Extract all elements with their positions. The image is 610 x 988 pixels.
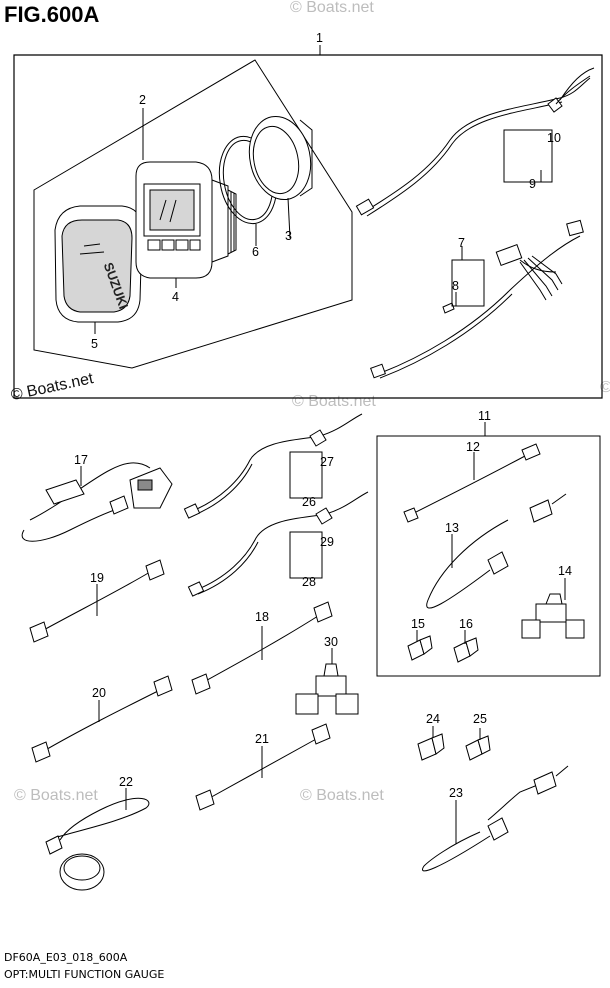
terminator-16 (453, 637, 479, 663)
callout-28: 28 (302, 575, 316, 589)
callout-25: 25 (473, 712, 487, 726)
figure-caption: OPT:MULTI FUNCTION GAUGE (4, 968, 165, 981)
interface-cable-23 (422, 765, 569, 872)
backbone-cable-12 (403, 443, 541, 523)
multi-function-gauge (135, 161, 237, 279)
gauge-cover: SUZUKI (54, 205, 143, 323)
callout-1: 1 (316, 31, 323, 45)
leader-lines (80, 108, 566, 844)
callout-3: 3 (285, 229, 292, 243)
callout-13: 13 (445, 521, 459, 535)
callout-15: 15 (411, 617, 425, 631)
t-connector-14 (521, 593, 585, 639)
figure-title: FIG.600A (4, 2, 100, 27)
drop-cable-21 (195, 723, 331, 811)
harness-26 (183, 413, 363, 519)
callout-9: 9 (529, 177, 536, 191)
gauge-frame-outline (33, 59, 353, 369)
watermark-text: © Boats.net (292, 393, 376, 410)
callout-6: 6 (252, 245, 259, 259)
watermark-text: © Boats.net (300, 787, 384, 804)
callout-7: 7 (458, 236, 465, 250)
callouts: 1 2 3 4 5 6 7 8 9 10 11 12 13 14 15 16 1… (74, 31, 572, 800)
callout-16: 16 (459, 617, 473, 631)
sensor-22 (45, 797, 150, 891)
callout-19: 19 (90, 571, 104, 585)
network-kit-box (376, 422, 601, 677)
sensor-17 (21, 462, 173, 542)
watermark-group: © Boats.net © Boats.net © Boats.net © Bo… (14, 0, 610, 804)
callout-12: 12 (466, 440, 480, 454)
terminator-25 (465, 735, 491, 761)
sensor-harness (370, 219, 584, 379)
callout-11: 11 (478, 409, 491, 423)
watermark-text: © Boats.net (290, 0, 374, 16)
callout-22: 22 (119, 775, 133, 789)
callout-8: 8 (452, 279, 459, 293)
figure-code: DF60A_E03_018_600A (4, 951, 128, 964)
kit-box-outline (13, 45, 603, 399)
callout-18: 18 (255, 610, 269, 624)
harness-28 (187, 491, 369, 597)
watermark-text: © Boats.net (600, 379, 610, 396)
callout-27: 27 (320, 455, 334, 469)
callout-10: 10 (547, 131, 561, 145)
callout-14: 14 (558, 564, 572, 578)
callout-5: 5 (91, 337, 98, 351)
drop-cable-20 (31, 675, 173, 763)
watermark-text: © Boats.net (14, 787, 98, 804)
callout-23: 23 (449, 786, 463, 800)
drop-cable-18 (191, 601, 333, 695)
terminator-15 (407, 635, 433, 661)
engine-interface-cable-13 (426, 493, 567, 609)
callout-17: 17 (74, 453, 88, 467)
terminator-24 (417, 733, 445, 761)
callout-26: 26 (302, 495, 316, 509)
callout-24: 24 (426, 712, 440, 726)
gauge-harness (355, 67, 595, 217)
watermark-main: © Boats.net (9, 370, 95, 404)
drop-cable-19 (29, 559, 165, 643)
mounting-nut (248, 115, 313, 201)
callout-30: 30 (324, 635, 338, 649)
callout-4: 4 (172, 290, 179, 304)
callout-20: 20 (92, 686, 106, 700)
callout-29: 29 (320, 535, 334, 549)
callout-21: 21 (255, 732, 269, 746)
t-connector-30 (295, 663, 359, 715)
callout-2: 2 (139, 93, 146, 107)
